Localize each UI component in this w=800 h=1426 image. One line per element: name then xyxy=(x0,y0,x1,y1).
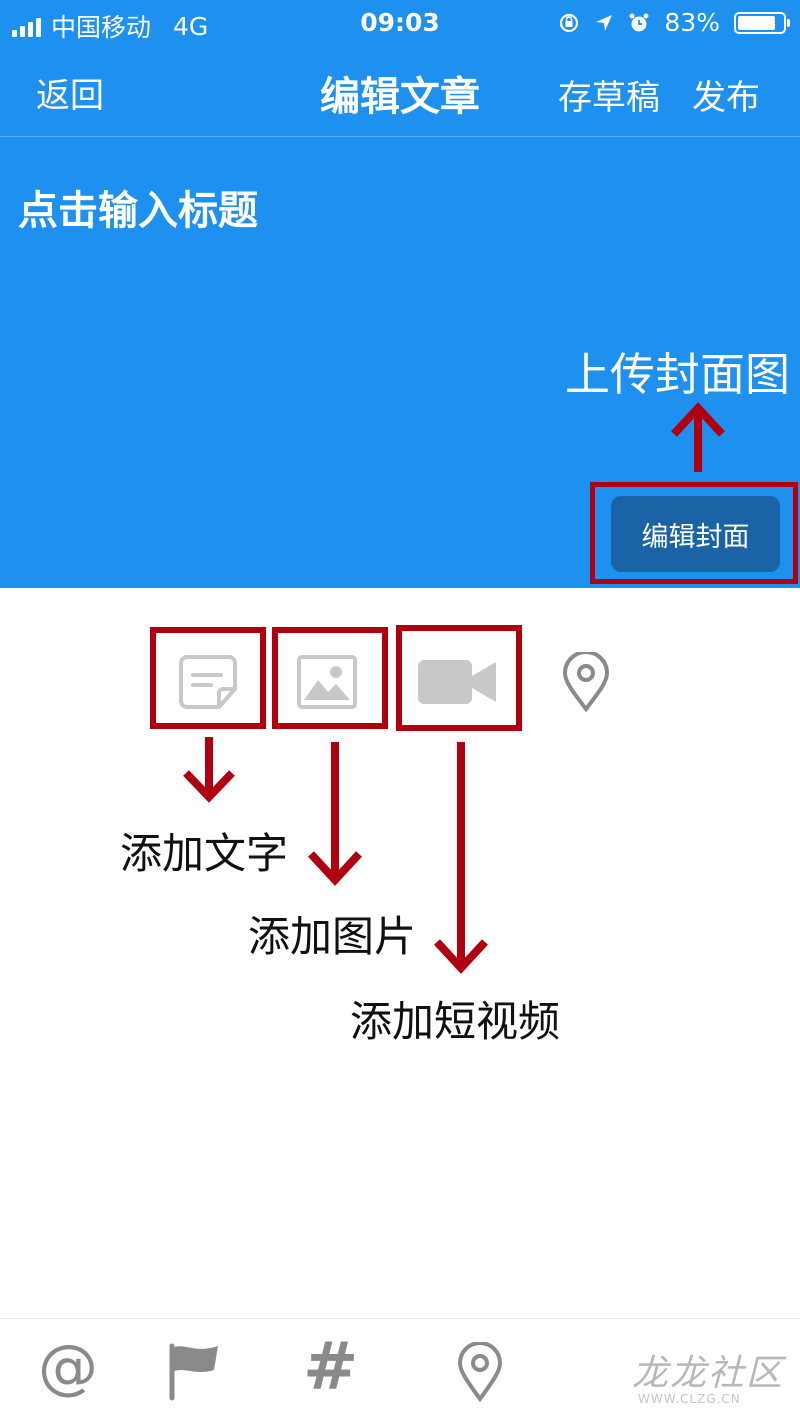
back-button[interactable]: 返回 xyxy=(36,76,104,116)
hashtag-icon[interactable]: # xyxy=(303,1328,359,1405)
location-arrow-icon xyxy=(596,14,613,31)
battery-icon xyxy=(734,11,790,34)
watermark-url: WWW.CLZG.CN xyxy=(638,1392,741,1406)
location-icon[interactable] xyxy=(456,1342,504,1402)
publish-button[interactable]: 发布 xyxy=(692,78,760,118)
watermark: 龙龙社区 xyxy=(632,1353,785,1394)
nav-divider xyxy=(0,136,800,137)
header-area xyxy=(0,0,800,588)
signal-icon xyxy=(12,15,41,37)
annotation-box-text xyxy=(150,627,266,729)
image-icon[interactable] xyxy=(296,654,358,710)
annotation-box-cover xyxy=(590,482,798,584)
page-title: 编辑文章 xyxy=(320,74,480,120)
annotation-box-video xyxy=(396,625,522,731)
annotation-arrow-up xyxy=(671,402,725,472)
flag-icon[interactable] xyxy=(164,1340,222,1402)
alarm-icon xyxy=(629,13,649,31)
carrier-name: 中国移动 xyxy=(51,13,152,42)
network-type: 4G xyxy=(173,11,209,41)
clock: 09:03 xyxy=(360,8,440,37)
bottom-bar xyxy=(0,1318,800,1426)
save-draft-button[interactable]: 存草稿 xyxy=(558,78,660,118)
at-icon[interactable]: @ xyxy=(38,1332,98,1402)
annotation-arrow-text xyxy=(183,737,235,803)
annotation-upload-cover: 上传封面图 xyxy=(565,348,791,401)
edit-cover-button[interactable]: 编辑封面 xyxy=(611,496,780,572)
battery-percent: 83% xyxy=(664,8,720,37)
battery-fill xyxy=(738,15,775,30)
annotation-arrow-video xyxy=(434,742,488,974)
rotation-lock-icon xyxy=(560,13,579,32)
status-left: 中国移动 4G xyxy=(12,8,208,44)
annotation-add-image: 添加图片 xyxy=(248,912,417,961)
nav-bar: 返回 编辑文章 存草稿 发布 xyxy=(0,46,800,136)
annotation-add-text: 添加文字 xyxy=(120,829,289,878)
location-icon[interactable] xyxy=(561,652,611,712)
title-input[interactable]: 点击输入标题 xyxy=(18,188,258,234)
annotation-box-image xyxy=(272,627,388,729)
status-bar: 中国移动 4G 09:03 83% xyxy=(0,0,800,46)
annotation-arrow-image xyxy=(308,742,362,886)
video-icon[interactable] xyxy=(416,658,498,706)
annotation-add-video: 添加短视频 xyxy=(350,997,561,1046)
status-right: 83% xyxy=(558,8,790,37)
text-icon[interactable] xyxy=(179,653,239,711)
